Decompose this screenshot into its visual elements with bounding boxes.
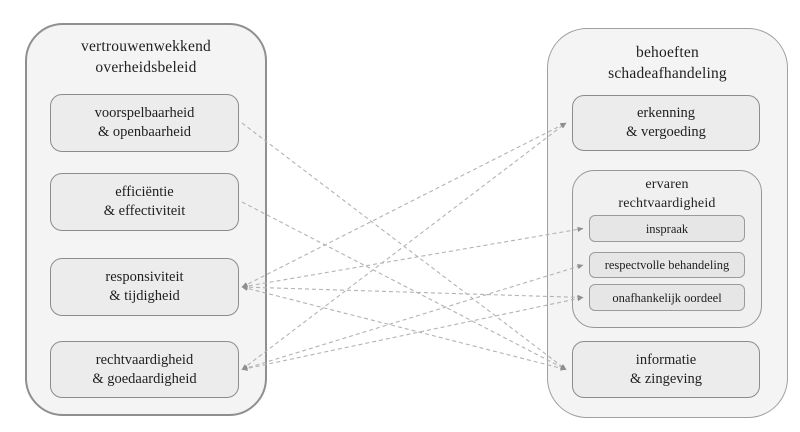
- box-label-line1: informatie: [635, 351, 697, 368]
- left-panel-title-line1: vertrouwenwekkend: [81, 38, 211, 55]
- box-label-line2: & openbaarheid: [97, 124, 191, 140]
- box-voorspelbaarheid-openbaarheid: voorspelbaarheid & openbaarheid: [50, 94, 239, 152]
- box-label-line2: & goedaardigheid: [92, 370, 197, 387]
- subbox-label: respectvolle behandeling: [604, 258, 730, 272]
- box-label-line1: efficiëntie: [115, 184, 174, 200]
- connection-voorspelbaarheid-informatie: [241, 122, 567, 370]
- connection-efficientie-informatie: [241, 201, 567, 370]
- subpanel-title-line2: rechtvaardigheid: [618, 195, 716, 211]
- right-panel-title-line2: schadeafhandeling: [608, 65, 727, 82]
- box-label-line2: & vergoeding: [626, 124, 706, 140]
- connection-responsiviteit-informatie: [241, 285, 567, 371]
- right-panel-title: behoeften schadeafhandeling: [547, 42, 788, 84]
- connection-responsiviteit-onafhankelijk: [241, 284, 584, 300]
- left-panel-title-line2: overheidsbeleid: [95, 59, 197, 76]
- box-label-line1: voorspelbaarheid: [94, 105, 195, 121]
- box-label-line2: & zingeving: [629, 370, 703, 387]
- connection-responsiviteit-erkenning: [241, 122, 567, 288]
- box-responsiviteit-tijdigheid: responsiviteit & tijdigheid: [50, 258, 239, 316]
- subpanel-title-line1: ervaren: [645, 177, 689, 192]
- subbox-onafhankelijk-oordeel: onafhankelijk oordeel: [589, 284, 745, 311]
- box-label-line2: & effectiviteit: [103, 203, 186, 219]
- connection-rechtvaardigheid-onafhankelijk: [241, 296, 584, 371]
- connection-rechtvaardigheid-respectvolle: [241, 264, 584, 371]
- box-label-line1: responsiviteit: [105, 269, 184, 285]
- box-label-line2: & tijdigheid: [109, 288, 180, 304]
- right-panel-title-line1: behoeften: [636, 44, 699, 61]
- box-informatie-zingeving: informatie & zingeving: [572, 341, 760, 398]
- box-label-line1: erkenning: [637, 105, 695, 121]
- box-erkenning-vergoeding: erkenning & vergoeding: [572, 95, 760, 151]
- box-efficientie-effectiviteit: efficiëntie & effectiviteit: [50, 173, 239, 231]
- subbox-label: onafhankelijk oordeel: [612, 290, 722, 305]
- subbox-inspraak: inspraak: [589, 215, 745, 242]
- subbox-label: inspraak: [645, 221, 689, 236]
- box-label-line1: rechtvaardigheid: [95, 351, 194, 368]
- subbox-respectvolle-behandeling: respectvolle behandeling: [589, 252, 745, 278]
- connection-responsiviteit-inspraak: [241, 226, 584, 289]
- connection-rechtvaardigheid-erkenning: [241, 122, 567, 370]
- subpanel-title: ervaren rechtvaardigheid: [572, 176, 762, 213]
- box-rechtvaardigheid-goedaardigheid: rechtvaardigheid & goedaardigheid: [50, 341, 239, 398]
- left-panel-title: vertrouwenwekkend overheidsbeleid: [25, 36, 267, 78]
